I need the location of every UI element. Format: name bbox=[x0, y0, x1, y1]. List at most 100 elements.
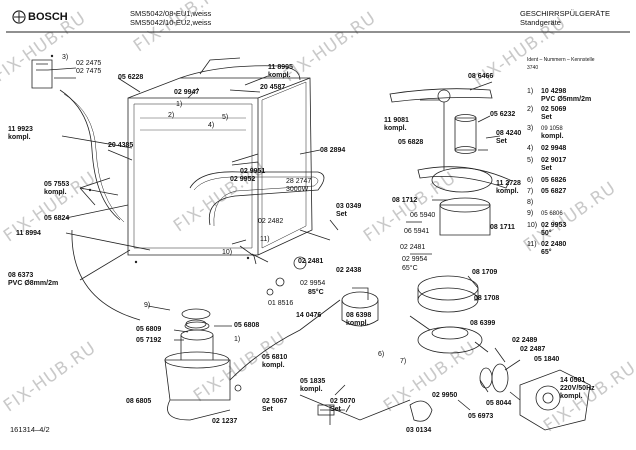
model-line-1: SMS5042/08-EU1,weiss bbox=[130, 9, 212, 18]
part-number: 05 6973 bbox=[468, 413, 494, 420]
callout-ref: 11) bbox=[260, 236, 270, 243]
part-number: 08 1709 bbox=[472, 269, 498, 276]
part-number: 05 6810 bbox=[262, 354, 288, 361]
part-note: kompl. bbox=[262, 362, 285, 369]
part-number: 02 9951 bbox=[240, 168, 266, 175]
part-note: kompl. bbox=[496, 188, 519, 195]
part-number: 05 7192 bbox=[136, 337, 162, 344]
model-line-2: SMS5042/10-EU2,weiss bbox=[130, 18, 212, 27]
part-note: 3000W bbox=[286, 186, 309, 193]
legend-desc: PVC Ø5mm/2m bbox=[541, 96, 592, 103]
part-number: 08 6373 bbox=[8, 272, 34, 279]
part-note: Set bbox=[262, 406, 273, 413]
legend-num: 6) bbox=[527, 177, 534, 184]
legend-code: 05 6827 bbox=[541, 188, 567, 195]
part-note: kompl. bbox=[300, 386, 323, 393]
part-number: 20 4587 bbox=[260, 84, 286, 91]
ident-label: Ident – Nummern – Kennstelle bbox=[527, 57, 595, 63]
part-note: kompl. bbox=[44, 189, 67, 196]
part-number: 08 1708 bbox=[474, 295, 500, 302]
part-number: 08 6466 bbox=[468, 73, 494, 80]
subcategory-title: Standgeräte bbox=[520, 18, 561, 27]
part-number: 08 6399 bbox=[470, 320, 496, 327]
part-number: 08 6398 bbox=[346, 312, 372, 319]
part-note: kompl. bbox=[8, 134, 31, 141]
part-number: 01 8516 bbox=[268, 300, 294, 307]
legend-desc: Set bbox=[541, 114, 552, 121]
callout-ref: 5) bbox=[222, 114, 229, 121]
legend-code: 02 5069 bbox=[541, 106, 567, 113]
part-number: 02 2481 bbox=[298, 258, 324, 265]
part-number: 03 0349 bbox=[336, 203, 362, 210]
part-number: 02 2487 bbox=[520, 346, 546, 353]
part-note: kompl. bbox=[560, 393, 583, 400]
category-title: GESCHIRRSPÜLGERÄTE bbox=[520, 9, 611, 18]
callout-ref: 1) bbox=[234, 336, 241, 343]
part-number: 02 5070 bbox=[330, 398, 356, 405]
part-number: 02 2481 bbox=[400, 244, 426, 251]
part-note: 220V/50Hz bbox=[560, 385, 595, 392]
part-number: 05 6232 bbox=[490, 111, 516, 118]
legend-num: 1) bbox=[527, 88, 534, 95]
document-number: 161314–4/2 bbox=[10, 425, 50, 434]
legend-desc: 50° bbox=[541, 230, 552, 237]
part-note: Set bbox=[330, 406, 341, 413]
part-number: 11 8995 bbox=[268, 64, 293, 71]
legend-num: 5) bbox=[527, 157, 534, 164]
part-number: 08 1711 bbox=[490, 224, 515, 231]
legend-code: 02 9017 bbox=[541, 157, 567, 164]
part-note: Set bbox=[336, 211, 347, 218]
legend-code: 02 9953 bbox=[541, 222, 567, 229]
part-number: 11 9081 bbox=[384, 117, 409, 124]
part-number: 08 1712 bbox=[392, 197, 418, 204]
part-number: 05 6228 bbox=[118, 74, 144, 81]
legend-code: 05 6806 bbox=[541, 211, 563, 217]
legend-desc: Set bbox=[541, 165, 552, 172]
callout-ref: 6) bbox=[378, 351, 385, 358]
callout-ref: 1) bbox=[176, 101, 183, 108]
legend-num: 3) bbox=[527, 125, 534, 132]
legend-code: 02 2480 bbox=[541, 241, 567, 248]
part-number: 02 5067 bbox=[262, 398, 288, 405]
legend-num: 10) bbox=[527, 222, 538, 229]
part-note: Set bbox=[496, 138, 507, 145]
legend-code: 02 9948 bbox=[541, 145, 567, 152]
part-number: 05 6808 bbox=[234, 322, 260, 329]
part-number: 02 2482 bbox=[258, 218, 284, 225]
part-number: 02 2438 bbox=[336, 267, 362, 274]
part-note: PVC Ø8mm/2m bbox=[8, 280, 59, 287]
callout-ref: 7) bbox=[400, 358, 407, 365]
legend-num: 9) bbox=[527, 210, 534, 217]
part-number: 05 1840 bbox=[534, 356, 560, 363]
part-number: 08 6805 bbox=[126, 398, 152, 405]
part-number: 03 0134 bbox=[406, 427, 432, 434]
part-number: 06 5941 bbox=[404, 228, 430, 235]
part-note: kompl. bbox=[384, 125, 407, 132]
part-number: 05 6824 bbox=[44, 215, 70, 222]
part-number: 02 1237 bbox=[212, 418, 238, 425]
part-number: 05 6809 bbox=[136, 326, 162, 333]
part-number: 05 1835 bbox=[300, 378, 326, 385]
part-number: 06 5940 bbox=[410, 212, 436, 219]
legend-num: 7) bbox=[527, 188, 534, 195]
legend-desc: 65° bbox=[541, 249, 552, 256]
part-note: kompl. bbox=[346, 320, 369, 327]
part-number: 02 2475 bbox=[76, 60, 102, 67]
part-number: 14 0476 bbox=[296, 312, 322, 319]
part-number: 14 0501 bbox=[560, 377, 586, 384]
legend-code: 09 1058 bbox=[541, 126, 563, 132]
callout-ref: 10) bbox=[222, 249, 233, 256]
part-number: 02 9954 bbox=[402, 256, 428, 263]
part-number: 11 9923 bbox=[8, 126, 33, 133]
brand-logo-text: BOSCH bbox=[28, 11, 68, 23]
callout-ref: 2) bbox=[168, 112, 175, 119]
part-number: 05 6828 bbox=[398, 139, 424, 146]
part-number: 02 2489 bbox=[512, 337, 538, 344]
part-number: 02 9954 bbox=[300, 280, 326, 287]
part-number: 02 7475 bbox=[76, 68, 102, 75]
legend-num: 8) bbox=[527, 199, 534, 206]
legend-code: 10 4298 bbox=[541, 88, 567, 95]
ident-value: 3740 bbox=[527, 65, 539, 71]
part-number: 05 7553 bbox=[44, 181, 70, 188]
